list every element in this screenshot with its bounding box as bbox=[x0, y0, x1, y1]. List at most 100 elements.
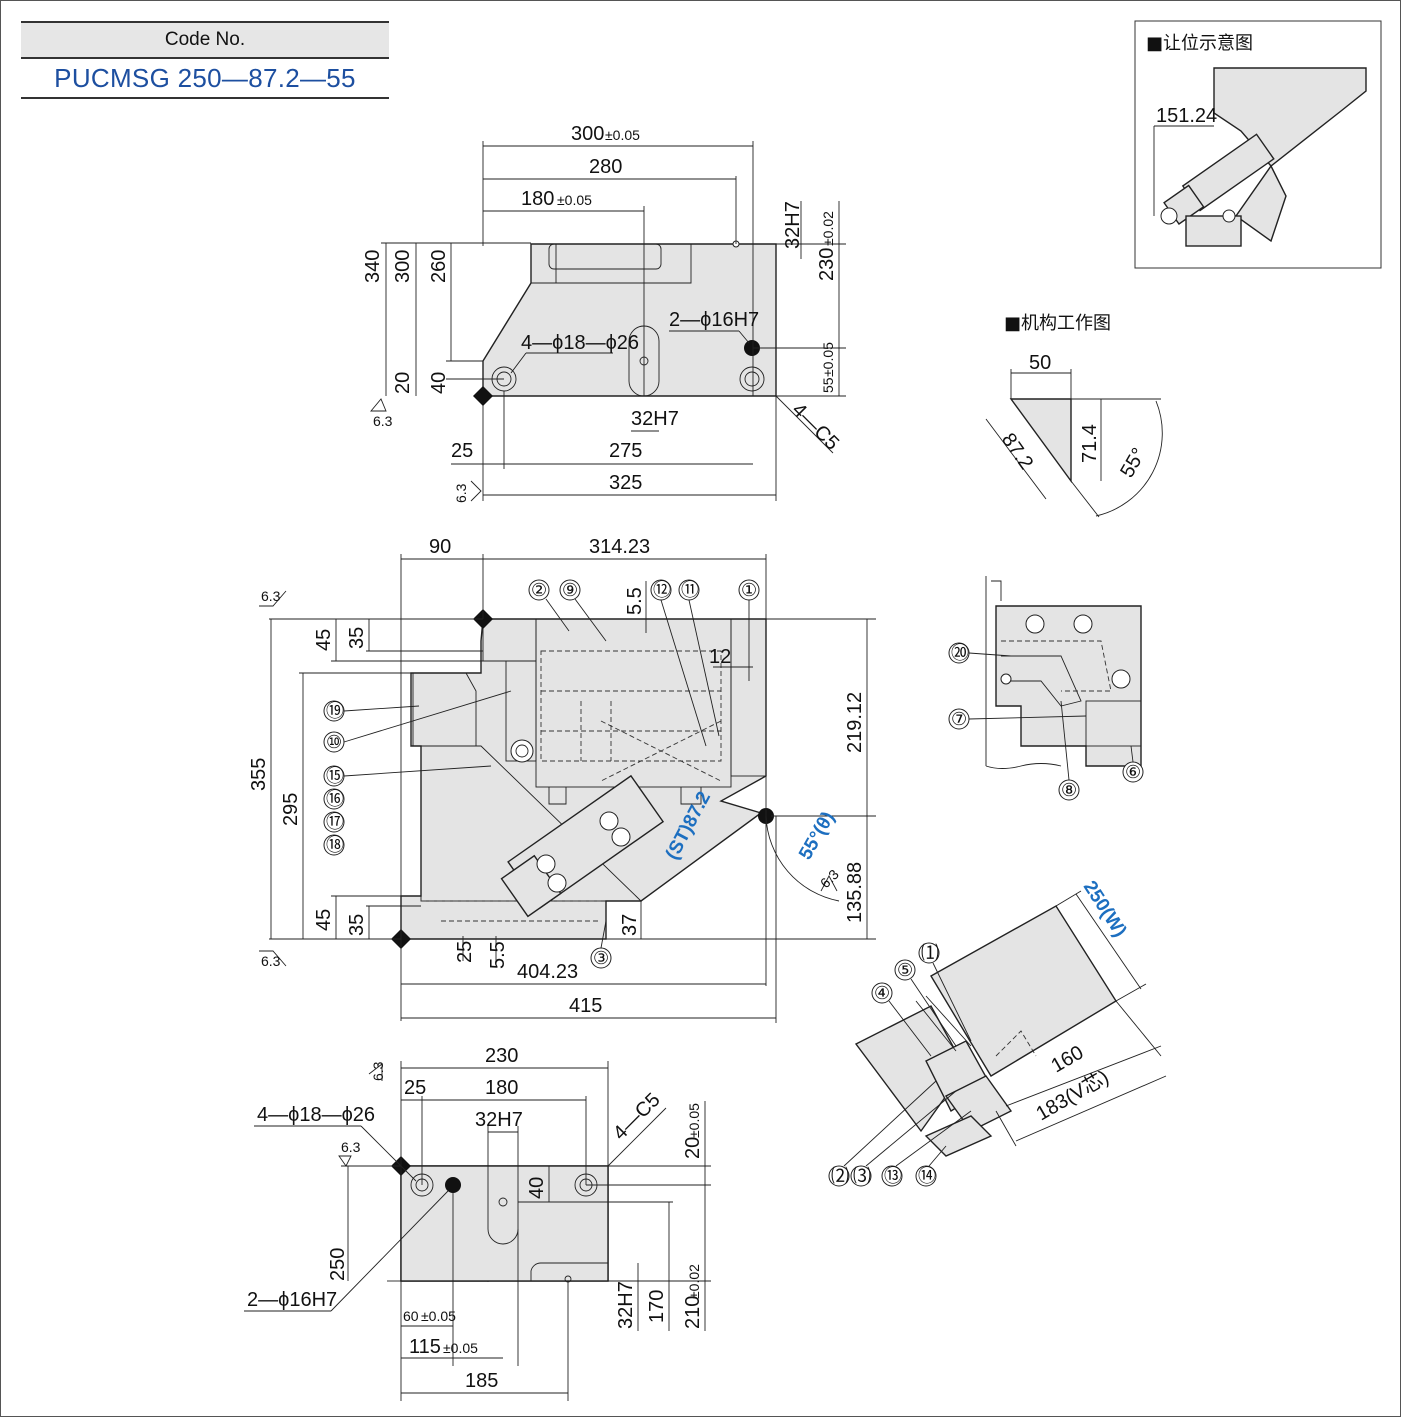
dim-280: 280 bbox=[589, 156, 622, 178]
roughness-symbol bbox=[370, 398, 387, 412]
svg-text:6.3: 6.3 bbox=[817, 866, 842, 891]
part-balloons: ② ⑨ ⑫ ⑪ ① ⑲ ⑩ ⑮ ⑯ ⑰ ⑱ bbox=[323, 579, 760, 969]
dim-404: 404.23 bbox=[517, 961, 578, 983]
dim-90: 90 bbox=[429, 536, 451, 558]
svg-text:6.3: 6.3 bbox=[373, 413, 393, 429]
dim-260: 260 bbox=[428, 250, 450, 283]
svg-text:⑤: ⑤ bbox=[897, 960, 913, 981]
dim-32h7-v: 32H7 bbox=[615, 1281, 637, 1329]
dim-230: 230 bbox=[485, 1045, 518, 1067]
dim-300v: 300 bbox=[392, 250, 414, 283]
side-detail-view: ⑳ ⑦ ⑧ ⑥ bbox=[948, 576, 1144, 801]
mech-angle: 55° bbox=[1116, 444, 1150, 481]
mech-dim-50: 50 bbox=[1029, 352, 1051, 374]
bottom-pin-hole bbox=[445, 1177, 461, 1193]
svg-text:±0.05: ±0.05 bbox=[605, 127, 640, 143]
svg-text:⑱: ⑱ bbox=[326, 835, 344, 856]
svg-text:6.3: 6.3 bbox=[341, 1139, 361, 1155]
svg-text:6.3: 6.3 bbox=[261, 953, 281, 969]
dim-35-bot: 35 bbox=[346, 914, 368, 936]
dim-5-5-bot: 5.5 bbox=[487, 941, 509, 969]
svg-text:±0.05: ±0.05 bbox=[557, 192, 592, 208]
dim-180: 180 bbox=[485, 1077, 518, 1099]
dim-32h7-top: 32H7 bbox=[782, 201, 804, 249]
iso-view: 250(W) 160 183(V芯) ④ ⑤ ⑴ ⑵ ⑶ ⑬ ⑭ bbox=[828, 877, 1167, 1187]
dim-40: 40 bbox=[428, 372, 450, 394]
dim-32h7: 32H7 bbox=[475, 1109, 523, 1131]
svg-text:⑨: ⑨ bbox=[562, 580, 578, 601]
top-view: 300 ±0.05 280 180 ±0.05 32H7 230 ±0.02 5… bbox=[362, 123, 846, 503]
code-number-box: Code No. PUCMSG 250—87.2—55 bbox=[21, 21, 389, 99]
dim-5-5-top: 5.5 bbox=[624, 587, 646, 615]
svg-text:④: ④ bbox=[874, 983, 890, 1004]
svg-text:②: ② bbox=[531, 580, 547, 601]
svg-text:⑯: ⑯ bbox=[326, 789, 344, 810]
svg-text:6.3: 6.3 bbox=[261, 588, 281, 604]
code-header: Code No. bbox=[21, 21, 389, 59]
dim-45-top: 45 bbox=[313, 629, 335, 651]
mechanism-wedge bbox=[1009, 398, 1072, 484]
svg-text:⑬: ⑬ bbox=[884, 1166, 902, 1187]
dim-340: 340 bbox=[362, 250, 384, 283]
svg-text:⑧: ⑧ bbox=[1061, 780, 1077, 801]
chamfer-callout: 4—C5 bbox=[609, 1089, 665, 1145]
hole-pin-callout: 2—ϕ16H7 bbox=[669, 309, 759, 331]
svg-text:⑦: ⑦ bbox=[951, 709, 967, 730]
clearance-view: ■让位示意图 151.24 bbox=[1134, 20, 1382, 269]
svg-text:±0.02: ±0.02 bbox=[820, 211, 836, 246]
code-value: PUCMSG 250—87.2—55 bbox=[21, 59, 389, 99]
svg-text:⑪: ⑪ bbox=[681, 580, 699, 601]
dim-32h7-bottom: 32H7 bbox=[631, 408, 679, 430]
dim-35-top: 35 bbox=[346, 627, 368, 649]
bottom-view: 230 25 180 32H7 4—C5 6.3 20 ±0.05 40 32H… bbox=[244, 1045, 711, 1401]
dim-60: 60 bbox=[403, 1308, 419, 1324]
hole-bolt-callout: 4—ϕ18—ϕ26 bbox=[257, 1104, 375, 1126]
iso-part-balloons: ④ ⑤ ⑴ ⑵ ⑶ ⑬ ⑭ bbox=[828, 942, 972, 1187]
dim-55: 55 bbox=[820, 377, 836, 393]
svg-text:±0.05: ±0.05 bbox=[820, 342, 836, 377]
dim-20: 20 bbox=[682, 1137, 704, 1159]
svg-text:⑮: ⑮ bbox=[326, 766, 344, 787]
dim-230: 230 bbox=[816, 248, 838, 281]
dim-415: 415 bbox=[569, 995, 602, 1017]
iso-dim-160: 160 bbox=[1048, 1042, 1088, 1078]
top-bolt-hole-right bbox=[739, 366, 765, 392]
dim-25: 25 bbox=[451, 440, 473, 462]
mechanism-view: ■机构工作图 50 87.2 71.4 55° bbox=[985, 313, 1163, 518]
dim-300: 300 bbox=[571, 123, 604, 145]
mechanism-title: ■机构工作图 bbox=[1004, 313, 1111, 334]
svg-text:①: ① bbox=[741, 580, 757, 601]
chamfer-callout: 4—C5 bbox=[787, 399, 843, 455]
mech-dim-71: 71.4 bbox=[1079, 424, 1101, 463]
svg-text:⑭: ⑭ bbox=[918, 1166, 936, 1187]
svg-text:⑫: ⑫ bbox=[653, 580, 671, 601]
dim-115: 115 bbox=[409, 1336, 441, 1358]
dim-25: 25 bbox=[404, 1077, 426, 1099]
dim-25: 25 bbox=[454, 941, 476, 963]
svg-text:⑲: ⑲ bbox=[326, 701, 344, 722]
dim-12: 12 bbox=[709, 646, 731, 668]
svg-text:⑳: ⑳ bbox=[951, 643, 969, 664]
svg-text:±0.02: ±0.02 bbox=[686, 1264, 702, 1299]
dim-37: 37 bbox=[619, 914, 641, 936]
dim-185: 185 bbox=[465, 1370, 498, 1392]
dim-170: 170 bbox=[646, 1290, 668, 1323]
dim-45-bot: 45 bbox=[313, 909, 335, 931]
svg-text:⑴: ⑴ bbox=[921, 943, 939, 964]
svg-text:⑶: ⑶ bbox=[853, 1166, 871, 1187]
mech-dim-87: 87.2 bbox=[997, 429, 1037, 474]
dim-314: 314.23 bbox=[589, 536, 650, 558]
front-view: 90 314.23 5.5 12 355 295 45 35 45 bbox=[248, 536, 876, 1023]
dim-210: 210 bbox=[682, 1296, 704, 1329]
dim-135: 135.88 bbox=[844, 862, 866, 923]
dim-20: 20 bbox=[392, 372, 414, 394]
svg-text:⑥: ⑥ bbox=[1125, 762, 1141, 783]
top-pin-hole bbox=[744, 340, 760, 356]
bottom-slot bbox=[487, 1166, 519, 1245]
dim-219: 219.12 bbox=[844, 692, 866, 753]
dim-355: 355 bbox=[248, 758, 270, 791]
svg-text:⑩: ⑩ bbox=[326, 732, 342, 753]
dim-325: 325 bbox=[609, 472, 642, 494]
